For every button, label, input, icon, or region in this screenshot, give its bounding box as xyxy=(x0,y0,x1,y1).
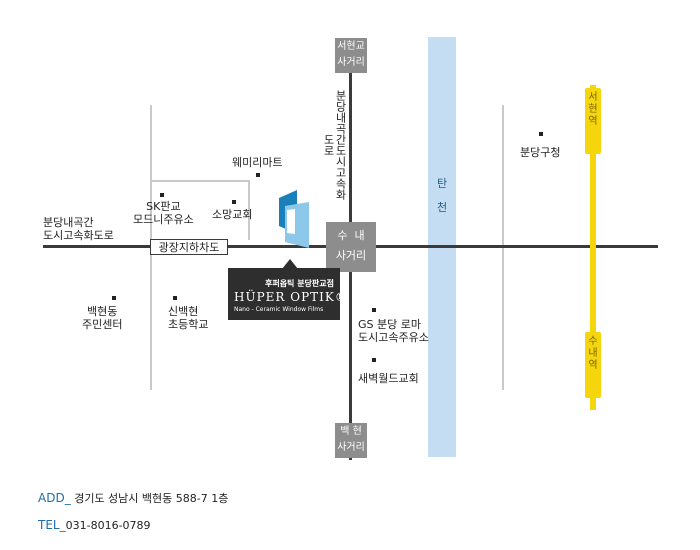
address-line: ADD_ 경기도 성남시 백현동 588-7 1층 xyxy=(38,490,228,506)
gs-gas-marker xyxy=(372,308,376,312)
somang-church-marker xyxy=(232,200,236,204)
expressway-vertical-label: 분당내곡간도시고속화도로 xyxy=(322,90,347,200)
tel-value[interactable]: 031-8016-0789 xyxy=(65,519,151,532)
saebyeok-church-marker xyxy=(372,358,376,362)
seohyeon-intersection-box: 서현교 사거리 xyxy=(335,38,367,73)
minor-road-link xyxy=(150,180,250,182)
shop-brand: HÜPER OPTIK® xyxy=(234,290,348,304)
address-value: 경기도 성남시 백현동 588-7 1층 xyxy=(70,492,229,505)
shop-callout[interactable]: 후퍼옵틱 분당판교점 HÜPER OPTIK® Nano - Ceramic W… xyxy=(228,268,347,320)
bundang-office-marker xyxy=(539,132,543,136)
tel-line: TEL_031-8016-0789 xyxy=(38,518,151,532)
sinbaek-school-label: 신백현 초등학교 xyxy=(168,305,209,331)
gs-gas-label: GS 분당 로마 도시고속주유소 xyxy=(358,318,429,344)
baekhyeon-center-marker xyxy=(112,296,116,300)
saebyeok-church-label: 새벽월드교회 xyxy=(358,372,419,385)
address-key: ADD_ xyxy=(38,491,71,505)
huper-optik-logo-icon xyxy=(279,190,309,248)
tel-key: TEL_ xyxy=(38,518,66,532)
seohyeon-station: 서현역 xyxy=(585,88,601,154)
sk-gas-marker xyxy=(160,193,164,197)
sk-gas-label: SK판교 모드니주유소 xyxy=(133,200,194,226)
shop-tagline: Nano - Ceramic Window Films xyxy=(234,306,324,313)
baekhyeon-center-label: 백현동 주민센터 xyxy=(82,305,123,331)
wemi-mart-marker xyxy=(256,173,260,177)
minor-road-mid xyxy=(248,180,250,240)
river-label: 탄 천 xyxy=(436,177,448,214)
gwangjang-underpass-box: 광장지하차도 xyxy=(150,239,228,255)
baekhyeon-intersection-box: 백 현 사거리 xyxy=(335,423,367,458)
somang-church-label: 소망교회 xyxy=(212,208,253,221)
bundang-office-label: 분당구청 xyxy=(520,146,561,159)
shop-callout-pointer xyxy=(282,259,298,269)
sunae-station: 수내역 xyxy=(585,332,601,398)
wemi-mart-label: 웨미리마트 xyxy=(232,156,283,169)
sinbaek-school-marker xyxy=(173,296,177,300)
subway-line-bundang xyxy=(590,85,596,410)
west-expressway-label: 분당내곡간 도시고속화도로 xyxy=(43,216,114,242)
shop-branch-name: 후퍼옵틱 분당판교점 xyxy=(264,279,334,288)
sunae-intersection-box: 수 내 사거리 xyxy=(326,222,376,272)
